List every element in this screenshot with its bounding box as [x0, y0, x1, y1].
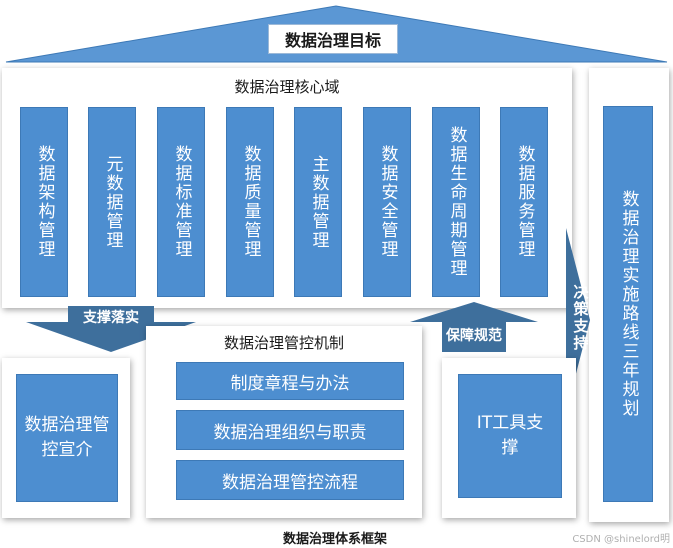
- right-pillar: 数据治理实施路线三年规划: [603, 106, 653, 502]
- left-box: 数据治理管控宣介: [16, 374, 118, 502]
- decision-arrow-label: 决策支持: [570, 268, 590, 368]
- guarantee-arrow: [410, 302, 538, 352]
- roof-title: 数据治理目标: [268, 24, 398, 54]
- domain-column-label: 数据质量管理: [240, 145, 261, 259]
- control-item: 制度章程与办法: [176, 362, 404, 400]
- control-item: 数据治理管控流程: [176, 460, 404, 500]
- control-mechanism-title: 数据治理管控机制: [223, 334, 344, 352]
- domain-column-label: 数据标准管理: [171, 145, 192, 259]
- domain-column: 数据质量管理: [226, 107, 274, 297]
- right-pillar-label: 数据治理实施路线三年规划: [618, 190, 639, 418]
- domain-column-label: 主数据管理: [308, 154, 329, 250]
- domain-column-label: 数据架构管理: [34, 145, 55, 259]
- domain-column-label: 元数据管理: [102, 154, 123, 250]
- domain-column: 数据架构管理: [20, 107, 68, 297]
- support-arrow-label: 支撑落实: [83, 310, 139, 326]
- it-box: IT工具支撑: [458, 374, 562, 498]
- diagram-caption: 数据治理体系框架: [282, 532, 387, 547]
- control-item: 数据治理组织与职责: [176, 410, 404, 450]
- domain-column-label: 数据服务管理: [514, 145, 535, 259]
- support-arrow: [26, 306, 196, 352]
- domain-column: 数据安全管理: [363, 107, 411, 297]
- core-domain-title: 数据治理核心域: [234, 78, 340, 96]
- domain-column: 数据服务管理: [500, 107, 548, 297]
- domain-column: 数据标准管理: [157, 107, 205, 297]
- watermark: CSDN @shinelord明: [572, 534, 670, 545]
- domain-column: 元数据管理: [88, 107, 136, 297]
- domain-column: 数据生命周期管理: [432, 107, 480, 297]
- domain-column-label: 数据安全管理: [377, 145, 398, 259]
- guarantee-arrow-label: 保障规范: [446, 328, 502, 344]
- domain-column: 主数据管理: [294, 107, 342, 297]
- decision-arrow-text: 决策支持: [571, 284, 590, 352]
- domain-column-label: 数据生命周期管理: [446, 126, 467, 278]
